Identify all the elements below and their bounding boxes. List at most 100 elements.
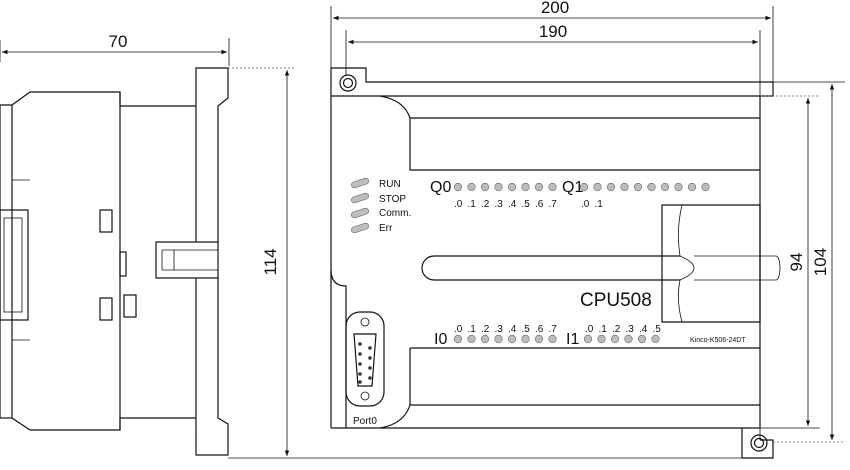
q1-channel-label: .0 [581, 199, 590, 210]
side-top-edge [11, 91, 121, 106]
q1-led [606, 182, 616, 192]
q1-led [593, 182, 602, 192]
i0-channel-label: .2 [481, 324, 490, 335]
i0-channel-label: .5 [522, 324, 531, 335]
i0-led-row [453, 334, 557, 344]
bottom-terminal-curve [379, 404, 411, 429]
expansion-cover [661, 204, 761, 323]
led-comm: Comm. [350, 207, 411, 219]
q0-channel-labels: .0.1.2.3.4.5.6.7 [454, 199, 557, 210]
led-err-icon [350, 222, 370, 234]
q1-led [674, 182, 683, 192]
front-bottom-edge [331, 427, 774, 459]
q1-led [620, 182, 629, 192]
led-err: Err [350, 222, 393, 234]
port-bezel [345, 311, 385, 407]
mount-hole-bottom [750, 434, 768, 452]
top-terminal-curve [379, 95, 760, 171]
q0-led [507, 182, 517, 192]
product-code: Kinco-K506-24DT [690, 337, 746, 344]
side-clip-mid-lower [123, 294, 137, 318]
side-clip-mid [119, 251, 127, 277]
status-leds: RUN STOP Comm. Err [350, 177, 411, 234]
port-pin [368, 356, 372, 360]
i1-channel-label: .2 [612, 324, 621, 335]
port-pin [368, 366, 372, 370]
i0-led [521, 334, 530, 344]
i0-led [480, 334, 490, 344]
i0-channel-label: .3 [495, 324, 504, 335]
q1-channel-label: .1 [595, 199, 604, 210]
q0-led [521, 182, 530, 192]
q0-channel-label: .6 [535, 199, 544, 210]
led-comm-icon [350, 207, 370, 219]
port-pin [358, 352, 362, 356]
mount-hole-top-inner [342, 77, 354, 89]
side-clip-bottom [99, 297, 113, 321]
i1-channel-label: .1 [599, 324, 608, 335]
q1-led [647, 182, 656, 192]
led-err-label: Err [379, 223, 393, 234]
center-slot [421, 255, 680, 281]
i0-led [548, 334, 557, 344]
led-stop-icon [350, 192, 370, 204]
side-rear-top [120, 67, 229, 242]
q0-channel-label: .1 [468, 199, 477, 210]
q1-led [579, 182, 589, 192]
expansion-cable-bend [679, 255, 695, 281]
i1-led [651, 334, 660, 344]
port-screw-bottom [360, 391, 370, 401]
i0-channel-label: .4 [508, 324, 517, 335]
i0-channel-label: .7 [549, 324, 558, 335]
i1-led-row [583, 334, 660, 344]
expansion-cover-curves [678, 204, 683, 323]
q1-led [633, 182, 643, 192]
i1-channel-label: .0 [585, 324, 594, 335]
i1-led [637, 334, 647, 344]
side-terminal-cover-inner [3, 217, 23, 313]
led-stop-label: STOP [379, 194, 406, 205]
q1-channel-labels: .0 .1 [581, 199, 603, 210]
i0-channel-label: .6 [535, 324, 544, 335]
width-mount-dim-text: 190 [539, 22, 567, 41]
side-front-edge [0, 104, 121, 431]
q1-led [687, 182, 697, 192]
side-depth-dim-text: 70 [109, 32, 128, 51]
q0-channel-label: .2 [481, 199, 490, 210]
expansion-cable-end [775, 255, 781, 281]
side-terminal-cover [0, 209, 29, 321]
din-rail [155, 241, 219, 279]
i0-channel-labels: .0 .1 .2 .3 .4 .5 .6 .7 [454, 324, 557, 335]
i1-led [583, 334, 593, 344]
width-total-dim-text: 200 [541, 0, 569, 17]
i0-label: I0 [434, 331, 447, 348]
q0-led [494, 182, 503, 192]
height-total-dim-text: 114 [261, 248, 280, 275]
port-pin [358, 362, 362, 366]
port-screw-top [360, 317, 370, 327]
q0-led-row [453, 182, 557, 192]
port-pin [368, 346, 372, 350]
q0-led [480, 182, 490, 192]
i0-channel-label: .1 [468, 324, 477, 335]
led-comm-label: Comm. [379, 208, 411, 219]
i0-led [534, 334, 544, 344]
led-run: RUN [350, 177, 401, 190]
i0-led [507, 334, 517, 344]
height-mount-dim-text: 94 [787, 253, 806, 272]
port-pin [358, 380, 362, 384]
q0-led [467, 182, 476, 192]
i0-led [453, 334, 463, 344]
i0-led [494, 334, 503, 344]
i1-led [597, 334, 606, 344]
i1-channel-label: .3 [626, 324, 635, 335]
q0-channel-label: .3 [495, 199, 504, 210]
q1-led-row [579, 182, 710, 192]
i1-channel-labels: .0.1.2.3.4.5 [585, 324, 661, 335]
port-shell [353, 333, 377, 387]
q0-led [534, 182, 544, 192]
q0-channel-label: .5 [522, 199, 531, 210]
i0-channel-label: .0 [454, 324, 463, 335]
q0-channel-label: .0 [454, 199, 463, 210]
